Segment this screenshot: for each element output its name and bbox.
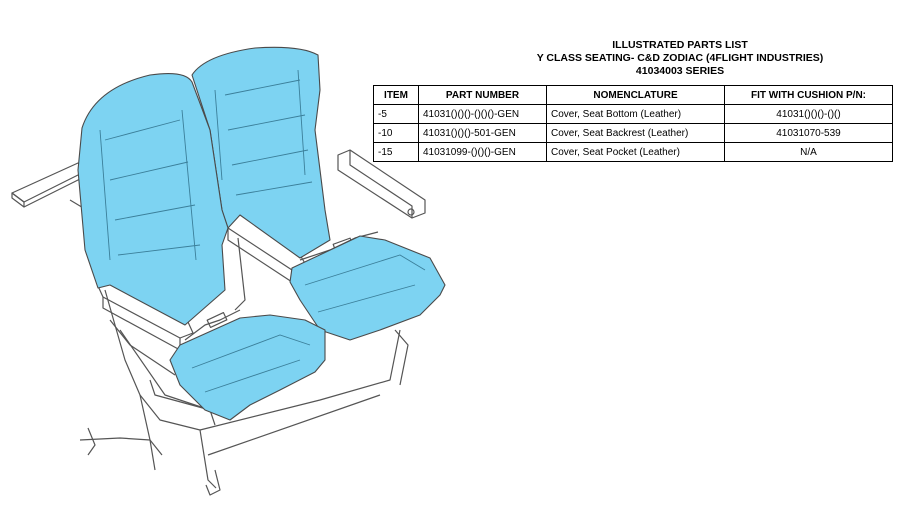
table-row: -10 41031()()()-501-GEN Cover, Seat Back…: [373, 123, 893, 143]
header-series: 41034003 SERIES: [635, 65, 725, 77]
tray-table: [11, 162, 89, 203]
cell-item: -10: [373, 123, 419, 143]
cell-fit-with-cushion: 41031()()()-()(): [724, 104, 893, 124]
seat-bottom-cover-far: [289, 235, 446, 341]
cell-item: -5: [373, 104, 419, 124]
cell-nomenclature: Cover, Seat Backrest (Leather): [546, 123, 725, 143]
backrest-cover-near: [77, 73, 229, 326]
cell-part-number: 41031()()()-501-GEN: [418, 123, 547, 143]
cell-item: -15: [373, 142, 419, 162]
col-header-item: ITEM: [373, 85, 419, 105]
col-header-fit-with-cushion: FIT WITH CUSHION P/N:: [724, 85, 893, 105]
header-subtitle: Y CLASS SEATING- C&D ZODIAC (4FLIGHT IND…: [536, 52, 824, 64]
col-header-nomenclature: NOMENCLATURE: [546, 85, 725, 105]
backrest-cover-far: [191, 46, 331, 259]
header-title: ILLUSTRATED PARTS LIST: [612, 39, 748, 51]
seat-assembly-illustration: [11, 46, 446, 496]
cell-fit-with-cushion: N/A: [724, 142, 893, 162]
table-row: -15 41031099-()()()-GEN Cover, Seat Pock…: [373, 142, 893, 162]
table-header-row: ITEM PART NUMBER NOMENCLATURE FIT WITH C…: [373, 85, 893, 105]
parts-list-header: ILLUSTRATED PARTS LIST Y CLASS SEATING- …: [470, 39, 890, 78]
cell-nomenclature: Cover, Seat Bottom (Leather): [546, 104, 725, 124]
seat-bottom-cover-near: [169, 314, 326, 421]
table-row: -5 41031()()()-()()()-GEN Cover, Seat Bo…: [373, 104, 893, 124]
seatbelt-near: [184, 309, 241, 341]
cell-part-number: 41031()()()-()()()-GEN: [418, 104, 547, 124]
cell-fit-with-cushion: 41031070-539: [724, 123, 893, 143]
seat-frame: [104, 289, 217, 489]
cell-part-number: 41031099-()()()-GEN: [418, 142, 547, 162]
cell-nomenclature: Cover, Seat Pocket (Leather): [546, 142, 725, 162]
parts-list-table: ITEM PART NUMBER NOMENCLATURE FIT WITH C…: [373, 85, 893, 162]
col-header-part-number: PART NUMBER: [418, 85, 547, 105]
